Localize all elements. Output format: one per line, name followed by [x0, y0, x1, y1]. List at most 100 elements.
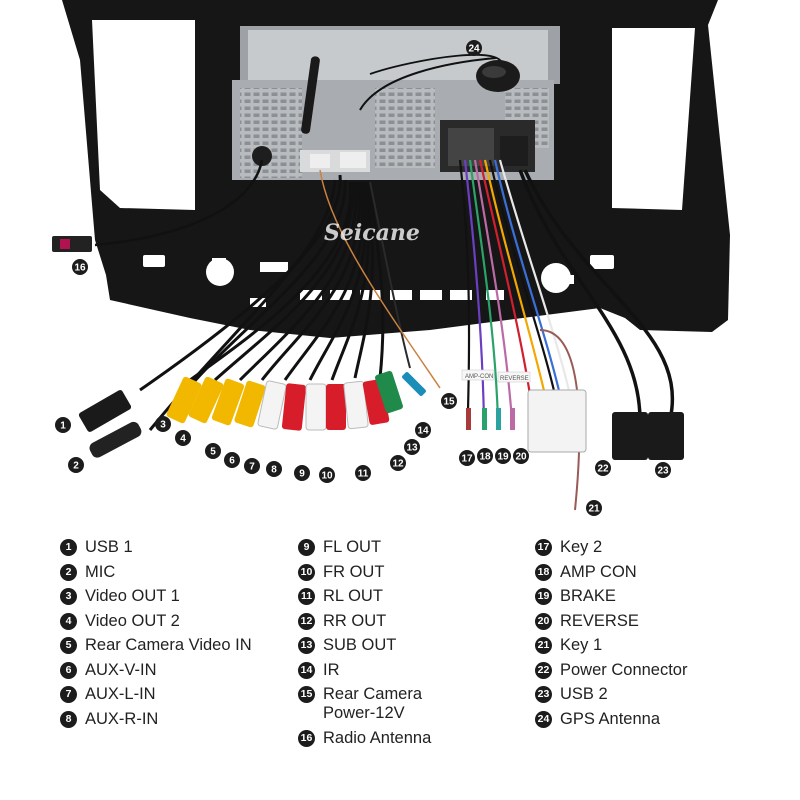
- callout-marker-19: 19: [495, 448, 511, 464]
- callout-marker-3: 3: [155, 416, 171, 432]
- svg-text:AMP-CON: AMP-CON: [465, 374, 493, 380]
- legend-number: 23: [535, 686, 552, 703]
- legend-number: 8: [60, 710, 77, 728]
- callout-marker-2: 2: [68, 457, 84, 473]
- legend-label: FL OUT: [323, 538, 382, 556]
- legend-number: 1: [60, 539, 77, 556]
- legend-number: 7: [60, 686, 77, 703]
- legend-number: 13: [298, 637, 315, 654]
- legend-number: 4: [60, 612, 77, 630]
- legend-item: 9 FL OUT: [298, 538, 431, 557]
- legend-item: 5 Rear Camera Video IN: [60, 636, 252, 655]
- legend-label: Power Connector: [560, 660, 688, 679]
- legend-number: 9: [298, 539, 315, 556]
- callout-circle: [477, 448, 493, 464]
- head-unit-chassis: [232, 26, 560, 180]
- callout-circle: [72, 259, 88, 275]
- callout-number: 15: [443, 397, 455, 408]
- legend-label: IR: [323, 660, 340, 679]
- legend-number: 19: [535, 588, 552, 605]
- legend-item: 20 REVERSE: [535, 612, 687, 631]
- callout-circle: [355, 465, 371, 481]
- callout-marker-18: 18: [477, 448, 493, 464]
- callout-circle: [55, 417, 71, 433]
- callout-number: 5: [210, 447, 216, 458]
- callout-circle: [319, 467, 335, 483]
- cable-tag-amp-con: AMP-CON: [461, 369, 495, 381]
- gps-antenna: [359, 54, 520, 111]
- legend-label: Rear Camera Video IN: [85, 636, 252, 654]
- callout-circle: [404, 439, 420, 455]
- legend-label: AUX-V-IN: [85, 660, 157, 679]
- callout-marker-17: 17: [459, 450, 475, 466]
- callout-marker-24: 24: [466, 40, 482, 56]
- legend-number: 18: [535, 563, 552, 581]
- legend-item: 15 Rear Camera Power-12V: [298, 685, 431, 723]
- callout-number: 4: [180, 434, 186, 445]
- legend-label: Rear Camera Power-12V: [323, 685, 423, 722]
- legend-item: 10 FR OUT: [298, 563, 431, 582]
- legend-item: 11 RL OUT: [298, 587, 431, 606]
- rca-harness-cables: [139, 169, 441, 431]
- callout-marker-22: 22: [595, 460, 611, 476]
- legend-item: 24 GPS Antenna: [535, 710, 687, 729]
- callout-number: 17: [461, 454, 473, 465]
- legend-number: 10: [298, 563, 315, 581]
- callout-marker-7: 7: [244, 458, 260, 474]
- callout-circle: [155, 416, 171, 432]
- legend-column-2: 9 FL OUT 10 FR OUT 11 RL OUT 12 RR OUT 1…: [298, 538, 431, 753]
- callout-number: 19: [497, 452, 509, 463]
- callout-number: 7: [249, 462, 255, 473]
- legend-number: 3: [60, 588, 77, 605]
- legend-number: 15: [298, 686, 315, 703]
- legend-number: 16: [298, 729, 315, 747]
- legend-item: 4 Video OUT 2: [60, 612, 252, 631]
- mic-plug: [89, 421, 142, 458]
- legend-item: 8 AUX-R-IN: [60, 710, 252, 729]
- legend-item: 19 BRAKE: [535, 587, 687, 606]
- legend-label: Video OUT 2: [85, 611, 180, 630]
- callout-marker-21: 21: [586, 500, 602, 516]
- callout-number: 2: [73, 461, 79, 472]
- legend-column-3: 17 Key 2 18 AMP CON 19 BRAKE 20 REVERSE …: [535, 538, 687, 734]
- callout-marker-10: 10: [319, 467, 335, 483]
- legend-number: 11: [298, 588, 315, 605]
- usb2-plug: [612, 412, 648, 460]
- callout-marker-8: 8: [266, 461, 282, 477]
- callout-number: 23: [657, 466, 669, 477]
- legend-label: SUB OUT: [323, 636, 397, 654]
- svg-text:REVERSE: REVERSE: [500, 376, 529, 382]
- callout-number: 16: [74, 263, 86, 274]
- callout-marker-16: 16: [72, 259, 88, 275]
- legend-label: Radio Antenna: [323, 728, 432, 747]
- callout-circle: [390, 455, 406, 471]
- callout-marker-14: 14: [415, 422, 431, 438]
- callout-circle: [68, 457, 84, 473]
- callout-circle: [466, 40, 482, 56]
- legend-number: 6: [60, 661, 77, 679]
- callout-marker-13: 13: [404, 439, 420, 455]
- legend-label: USB 2: [560, 685, 608, 703]
- legend-number: 12: [298, 612, 315, 630]
- legend-column-1: 1 USB 1 2 MIC 3 Video OUT 1 4 Video OUT …: [60, 538, 252, 734]
- legend-label: Key 1: [560, 636, 603, 654]
- legend-item: 13 SUB OUT: [298, 636, 431, 655]
- callout-number: 9: [299, 469, 305, 480]
- callout-circle: [441, 393, 457, 409]
- legend-label: RR OUT: [323, 611, 387, 630]
- legend-item: 18 AMP CON: [535, 563, 687, 582]
- callout-marker-20: 20: [513, 448, 529, 464]
- radio-antenna-cable: [52, 159, 264, 252]
- legend-label: Key 2: [560, 538, 603, 556]
- legend-label: REVERSE: [560, 611, 639, 630]
- cable-tag-reverse: REVERSE: [497, 371, 531, 383]
- callout-number: 14: [417, 426, 429, 437]
- power-connector: [527, 389, 587, 453]
- legend-number: 17: [535, 539, 552, 556]
- callout-circle: [415, 422, 431, 438]
- callout-circle: [495, 448, 511, 464]
- legend-item: 6 AUX-V-IN: [60, 661, 252, 680]
- legend-item: 1 USB 1: [60, 538, 252, 557]
- callout-circle: [655, 462, 671, 478]
